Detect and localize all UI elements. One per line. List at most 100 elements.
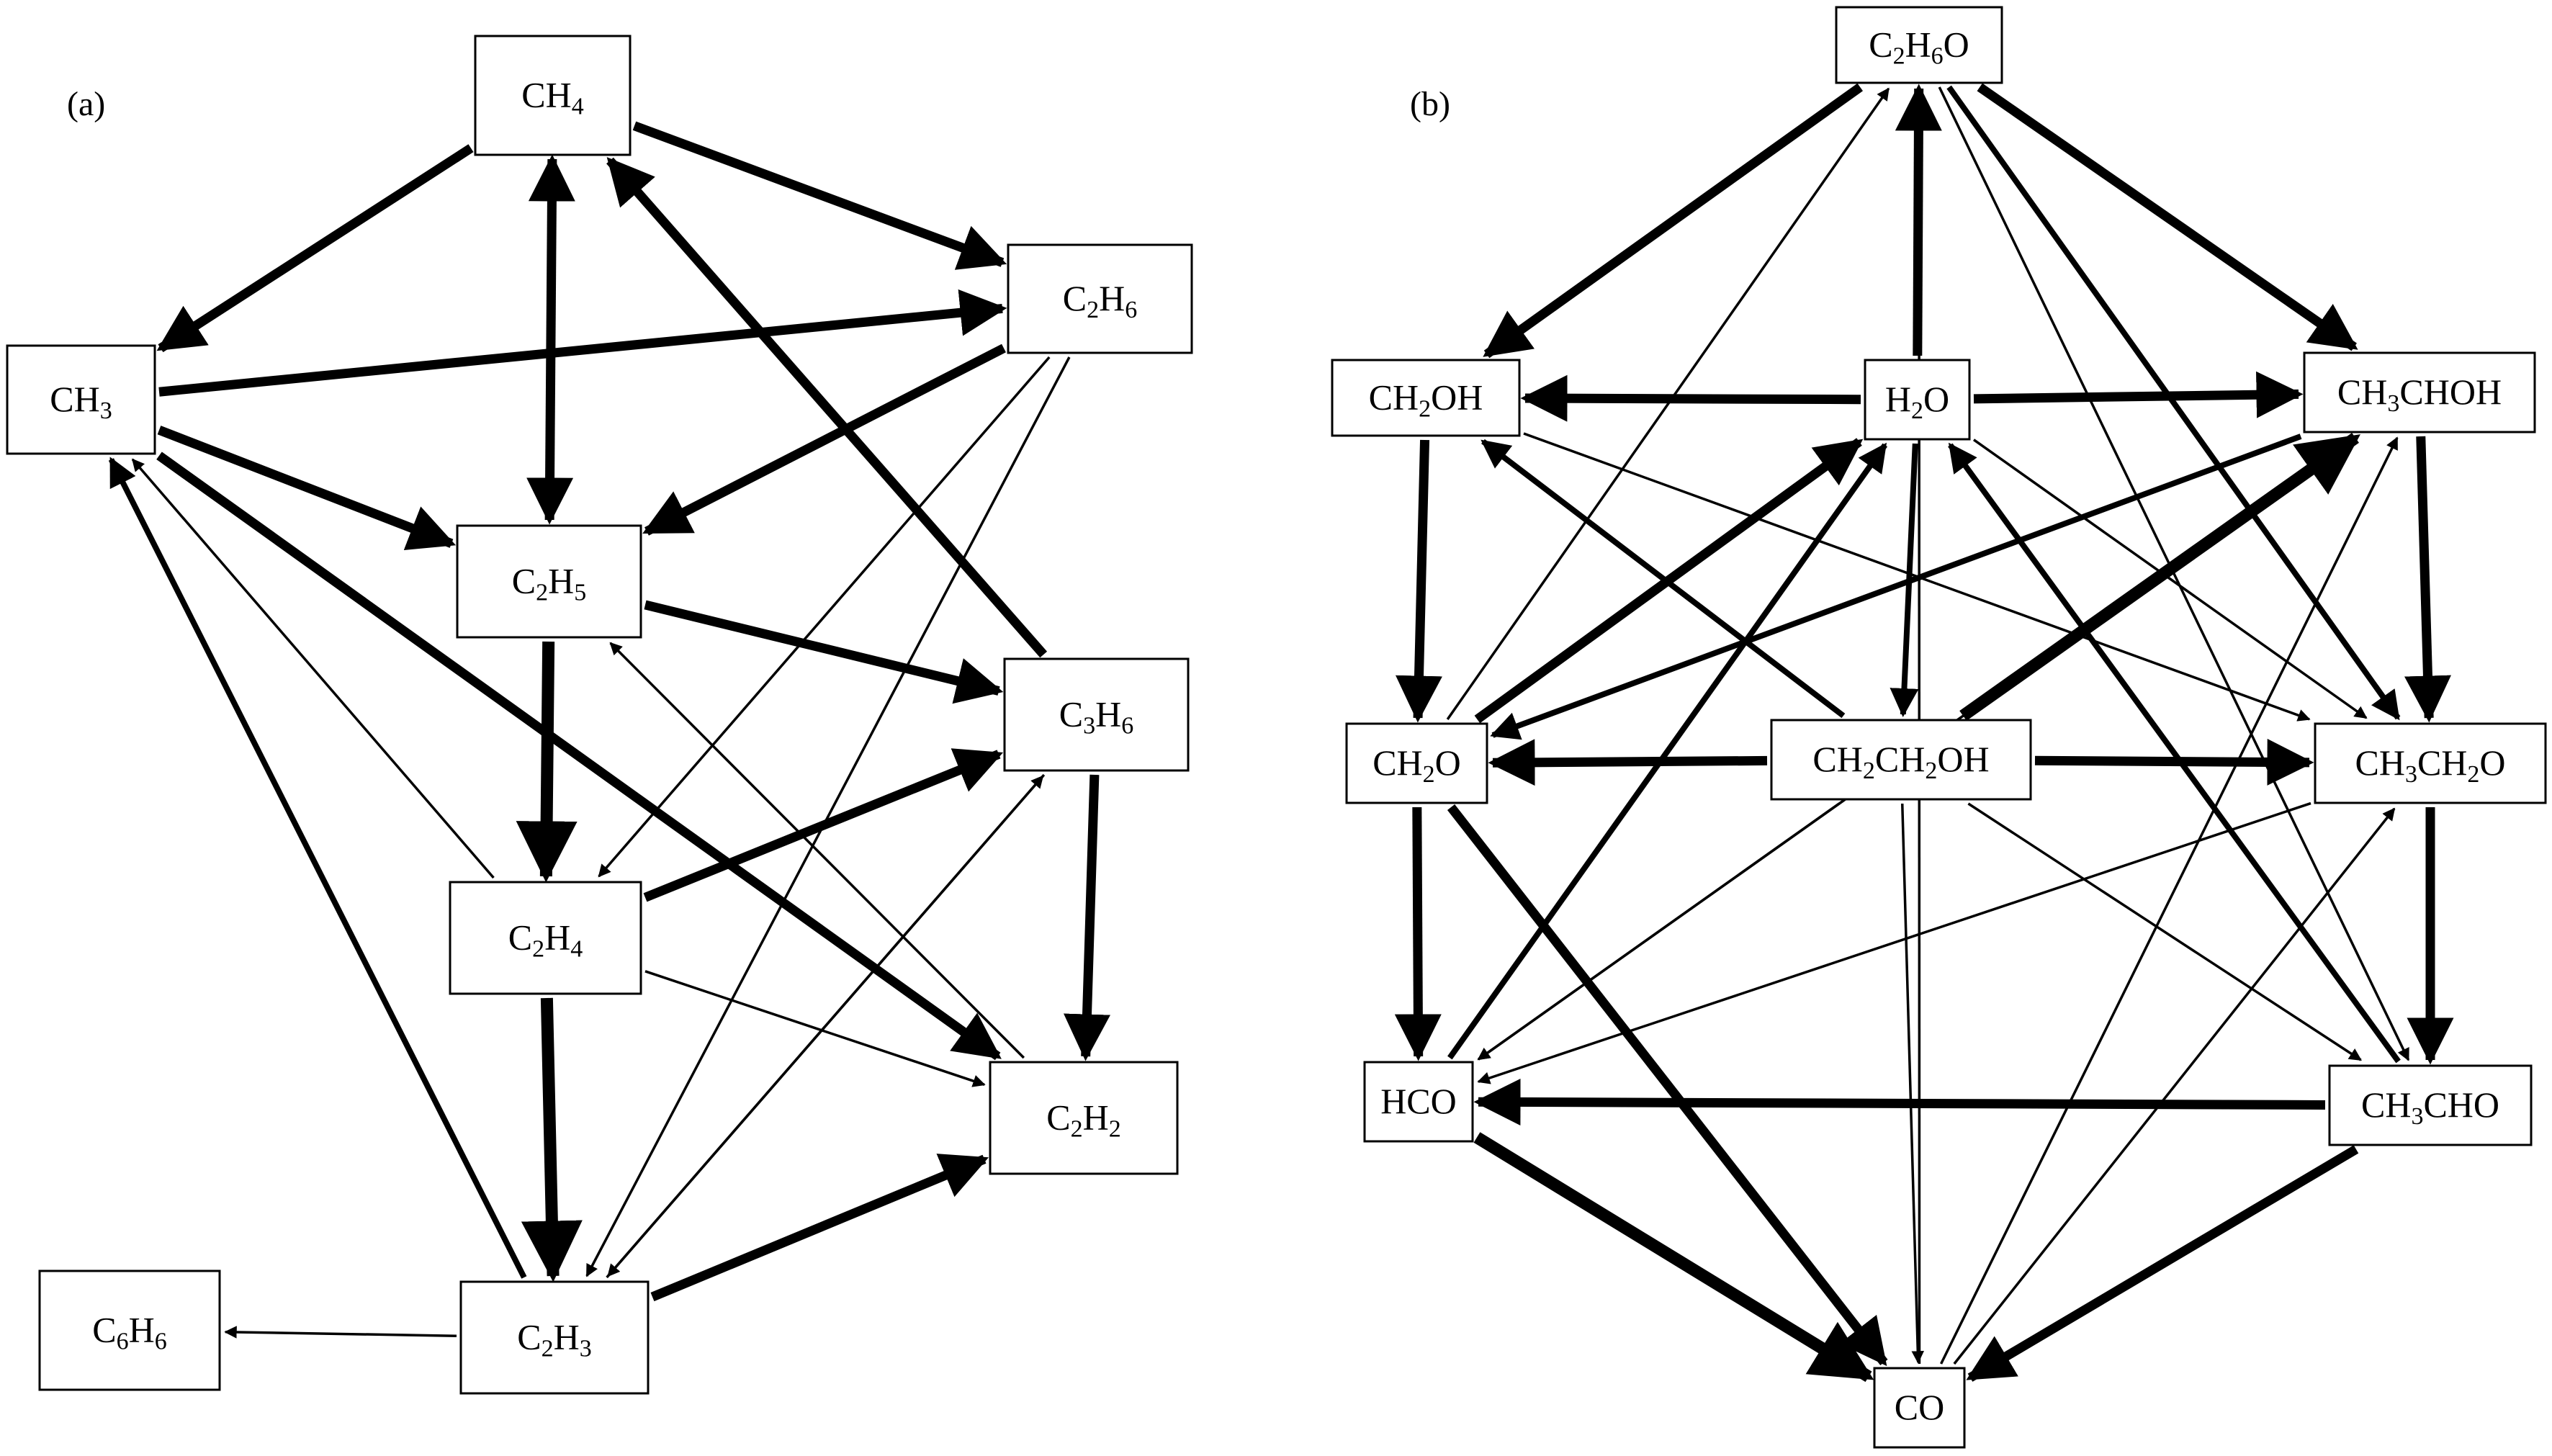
edge-CH3CH2O-to-HCO (1477, 801, 2311, 1084)
node-label: C2H2 (1046, 1097, 1120, 1143)
edge-C3H6-to-CH4 (606, 157, 1048, 658)
node-box (456, 524, 642, 639)
node-box (1331, 359, 1521, 437)
edge-CH2CH2OH-to-CH3CH2O (2034, 738, 2314, 786)
node-box (449, 881, 642, 995)
edge-C2H3-to-CH3 (108, 457, 527, 1279)
node-box (989, 1061, 1179, 1175)
node-label: C2H6 (1063, 278, 1137, 323)
edge-C2H3-to-C3H6 (606, 775, 1044, 1279)
panel-a-label: (a) (67, 85, 105, 123)
node-box (1345, 722, 1488, 804)
edge-C2H3-to-C6H6 (224, 1326, 457, 1339)
edge-CH3CHO-to-HCO (1473, 1079, 2326, 1126)
node-label: CH3CH2O (2355, 742, 2505, 788)
node-box (474, 35, 632, 156)
node-label: C6H6 (92, 1310, 166, 1355)
edge-CH4-to-C2H6 (632, 121, 1007, 270)
node-C2H5: C2H5 (456, 524, 642, 639)
node-CH2OH: CH2OH (1331, 359, 1521, 437)
edge-CH2O-to-HCO (1394, 806, 1442, 1061)
node-CH4: CH4 (474, 35, 632, 156)
node-C2H6: C2H6 (1007, 243, 1193, 354)
node-box (1873, 1367, 1966, 1449)
node-CH3CHOH: CH3CHOH (2303, 351, 2536, 433)
node-HCO: HCO (1363, 1061, 1474, 1143)
node-label: C3H6 (1059, 694, 1133, 740)
node-CO: CO (1873, 1367, 1966, 1449)
edge-H2O-to-CH3CHOH (1973, 371, 2304, 418)
edge-HCO-to-CO (1473, 1132, 1874, 1383)
node-box (1835, 6, 2003, 84)
node-box (1003, 657, 1190, 772)
node-label: CH3CHO (2361, 1084, 2499, 1130)
edge-C2H4-to-CH3 (131, 458, 495, 879)
edge-HCO-to-H2O (1447, 442, 1888, 1060)
node-CH3CHO: CH3CHO (2328, 1064, 2533, 1146)
node-H2O: H2O (1864, 359, 1971, 441)
edge-CO-to-CH3CHOH (1939, 436, 2399, 1365)
edge-C2H5-to-C2H4 (516, 641, 578, 883)
node-C6H6: C6H6 (38, 1269, 221, 1391)
node-label: CH3CHOH (2337, 372, 2502, 417)
edge-C2H4-to-C2H2 (644, 970, 986, 1087)
edge-CH2CH2OH-to-CH2OH (1481, 439, 1846, 719)
node-label: HCO (1380, 1081, 1457, 1121)
edge-CH3CHOH-to-CH3CH2O (2404, 436, 2451, 723)
edge-C2H5-to-C3H6 (644, 600, 1004, 704)
edge-CH2CH2OH-to-HCO (1477, 802, 1840, 1061)
edge-C2H4-to-C2H3 (521, 997, 583, 1282)
node-C3H6: C3H6 (1003, 657, 1190, 772)
node-label: H2O (1885, 379, 1949, 424)
edge-CH3CHO-to-H2O (1948, 442, 2401, 1064)
edge-C2H6-to-C2H4 (598, 356, 1051, 878)
node-box (38, 1269, 221, 1391)
node-CH2O: CH2O (1345, 722, 1488, 804)
edge-CH3CHO-to-CO (1966, 1145, 2359, 1382)
edge-C2H6O-to-CH2OH (1483, 83, 1864, 359)
node-box (1864, 359, 1971, 441)
node-CH2CH2OH: CH2CH2OH (1770, 719, 2032, 801)
edge-C2H4-to-C3H6 (643, 748, 1004, 902)
node-box (459, 1280, 650, 1395)
node-box (1770, 719, 2032, 801)
node-label: CH2O (1372, 742, 1461, 788)
node-label: CH2CH2OH (1812, 739, 1989, 784)
edge-CH3-to-C2H5 (157, 426, 457, 550)
edge-CH2O-to-CO (1447, 804, 1888, 1367)
node-label: C2H4 (508, 917, 583, 963)
node-label: CH3 (50, 379, 112, 424)
edge-CH2CH2OH-to-CO (1900, 803, 1925, 1364)
edge-CH4-to-CH3 (156, 144, 474, 353)
node-CH3: CH3 (6, 344, 156, 455)
edge-C3H6-to-C2H2 (1064, 774, 1110, 1061)
edge-C2H3-to-C2H2 (650, 1154, 989, 1302)
edge-CH3-to-C2H6 (158, 289, 1007, 397)
edge-H2O-to-CH2OH (1520, 374, 1861, 422)
node-label: C2H5 (512, 561, 586, 606)
node-C2H4: C2H4 (449, 881, 642, 995)
node-C2H6O: C2H6O (1835, 6, 2003, 84)
node-box (2328, 1064, 2533, 1146)
node-CH3CH2O: CH3CH2O (2314, 722, 2547, 804)
edge-CH2CH2OH-to-CH2O (1488, 739, 1768, 786)
edge-C2H2-to-C2H5 (609, 642, 1025, 1059)
node-label: CH2OH (1369, 377, 1483, 423)
edge-H2O-to-CH3CH2O (1972, 439, 2368, 719)
edge-CO-to-CH3CH2O (1953, 807, 2396, 1365)
edge-CH3-to-C2H2 (156, 451, 1002, 1061)
edge-C2H6O-to-CH3CHOH (1977, 83, 2358, 351)
edge-C2H6O-to-CH3CH2O (1946, 85, 2401, 721)
node-C2H3: C2H3 (459, 1280, 650, 1395)
edge-CH2O-to-C2H6O (1446, 87, 1890, 721)
edge-CH3CHOH-to-CH2O (1490, 433, 2302, 740)
edge-C2H6-to-C2H5 (642, 343, 1006, 536)
node-box (2303, 351, 2536, 433)
node-label: C2H6O (1869, 24, 1969, 70)
node-label: CH4 (521, 75, 583, 120)
node-box (6, 344, 156, 455)
panel-b-label: (b) (1410, 85, 1450, 123)
